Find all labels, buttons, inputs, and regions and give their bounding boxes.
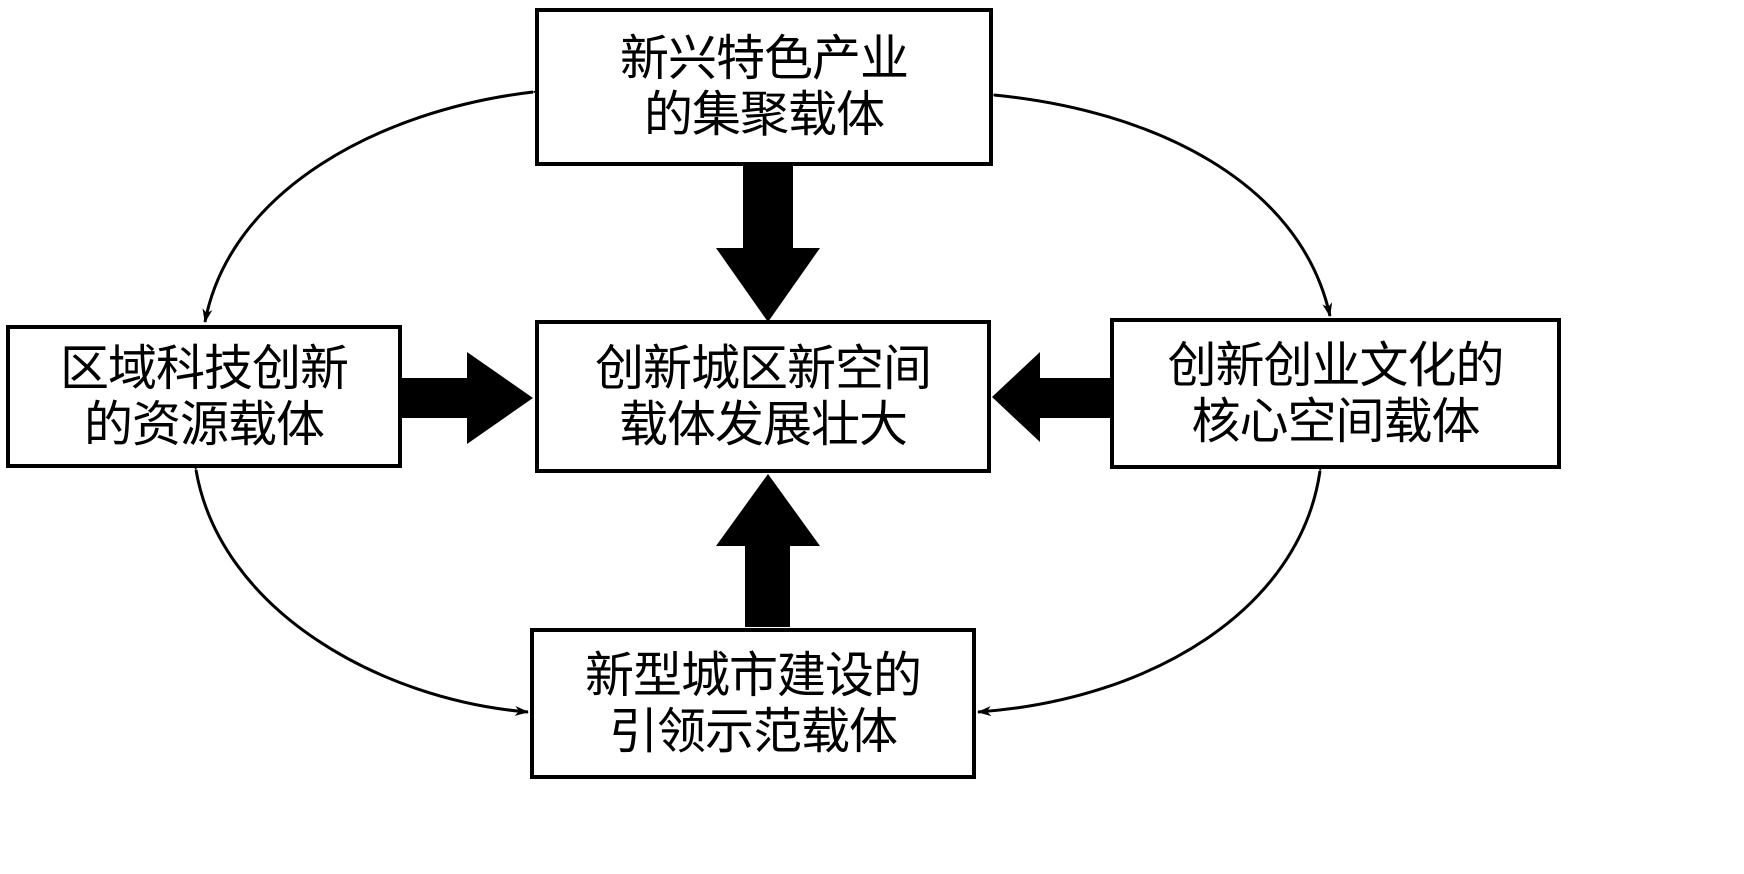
- node-label-line: 新兴特色产业: [619, 30, 909, 87]
- block-arrow-top-to-center: [716, 136, 820, 322]
- node-label-line: 新型城市建设的: [584, 646, 922, 704]
- node-emerging-industry-cluster: 新兴特色产业 的集聚载体: [535, 8, 993, 166]
- node-label-line: 的集聚载体: [643, 86, 885, 143]
- node-label-line: 创新创业文化的: [1167, 336, 1504, 394]
- curve-arrow-right-bottom: [977, 457, 1327, 717]
- block-arrow-bottom-to-center: [716, 474, 820, 627]
- node-label-line: 核心空间载体: [1191, 392, 1480, 450]
- node-new-urban-construction: 新型城市建设的 引领示范载体: [530, 628, 976, 779]
- node-label-line: 区域科技创新: [59, 339, 349, 397]
- block-arrow-right-to-center: [992, 352, 1110, 442]
- node-label-line: 引领示范载体: [608, 702, 898, 760]
- node-regional-tech-innovation: 区域科技创新 的资源载体: [6, 325, 402, 468]
- curve-arrow-left-bottom: [188, 456, 529, 716]
- node-label-line: 载体发展壮大: [618, 395, 908, 453]
- node-label-line: 创新城区新空间: [594, 339, 932, 397]
- node-entrepreneurship-culture: 创新创业文化的 核心空间载体: [1110, 318, 1561, 469]
- node-label-line: 的资源载体: [83, 395, 325, 453]
- node-innovation-district-core: 创新城区新空间 载体发展壮大: [535, 320, 991, 473]
- curve-arrow-top-left: [202, 85, 547, 323]
- block-arrow-left-to-center: [345, 352, 533, 444]
- curve-arrow-top-right: [980, 88, 1333, 317]
